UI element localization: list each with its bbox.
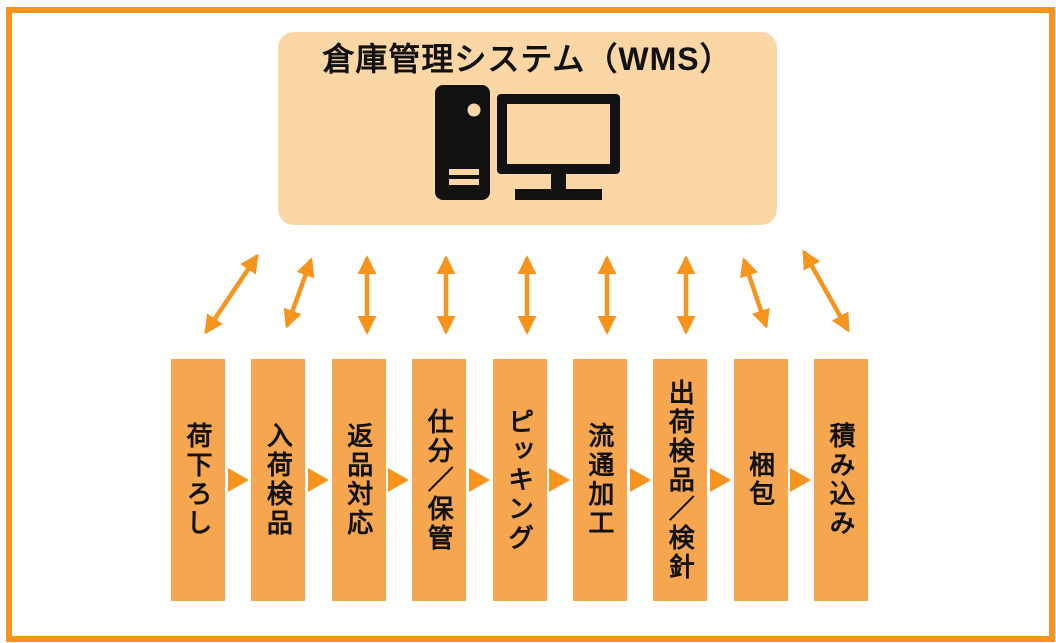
process-step-shipping-inspection: 出荷検品／検針 [653, 359, 708, 601]
process-step-label: 梱包 [745, 451, 776, 509]
next-step-arrow-icon [629, 468, 651, 492]
next-step-arrow-icon [549, 468, 571, 492]
sync-arrow-8 [740, 257, 770, 329]
wms-title: 倉庫管理システム（WMS） [322, 41, 733, 77]
process-step-label: 入荷検品 [263, 422, 294, 538]
process-step-label: 積み込み [826, 422, 856, 538]
next-step-arrow-icon [790, 468, 812, 492]
process-steps: 荷下ろし 入荷検品 返品対応 仕分／保管 ピッキング 流通加工 出荷検品／検針 … [171, 359, 868, 601]
process-step-label: 返品対応 [343, 422, 374, 538]
computer-icon [435, 85, 620, 201]
process-step-label: ピッキング [504, 407, 535, 553]
sync-arrow-1 [204, 253, 259, 335]
process-step-label: 流通加工 [584, 422, 615, 538]
process-step-label: 仕分／保管 [424, 407, 455, 553]
process-step-packing: 梱包 [733, 359, 788, 601]
wms-system-box: 倉庫管理システム（WMS） [278, 32, 777, 225]
process-step-distribution-processing: 流通加工 [572, 359, 627, 601]
process-step-label: 出荷検品／検針 [665, 378, 696, 582]
next-step-arrow-icon [468, 468, 490, 492]
process-step-sorting-storage: 仕分／保管 [412, 359, 467, 601]
sync-arrow-9 [802, 249, 850, 333]
process-step-loading: 積み込み [814, 359, 868, 601]
process-step-picking: ピッキング [492, 359, 547, 601]
next-step-arrow-icon [308, 468, 330, 492]
process-step-returns-handling: 返品対応 [331, 359, 386, 601]
process-step-unloading: 荷下ろし [171, 359, 225, 601]
sync-arrow-2 [283, 257, 315, 329]
process-step-label: 荷下ろし [183, 422, 213, 538]
next-step-arrow-icon [709, 468, 731, 492]
next-step-arrow-icon [227, 468, 249, 492]
next-step-arrow-icon [388, 468, 410, 492]
process-step-receiving-inspection: 入荷検品 [251, 359, 306, 601]
